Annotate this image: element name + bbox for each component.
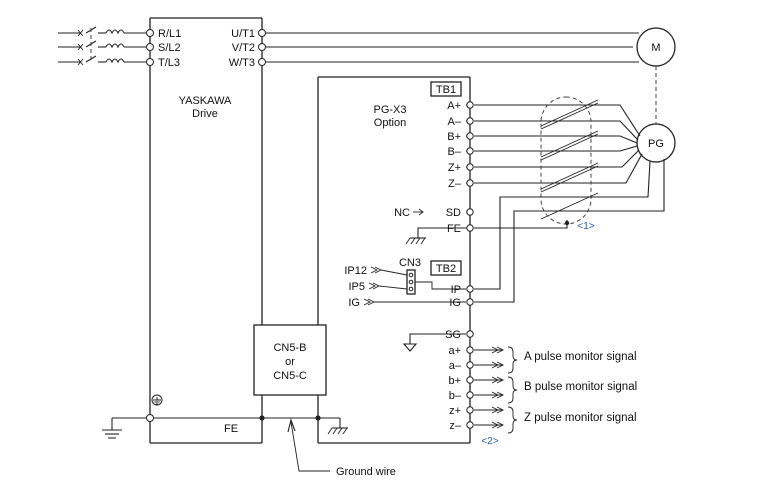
tb1-label-fe: FE bbox=[447, 223, 461, 235]
tb2-terminal-ip bbox=[466, 285, 474, 293]
tb2-terminal-b-plus bbox=[466, 376, 474, 384]
drive-box: YASKAWA Drive bbox=[149, 17, 263, 444]
encoder: PG bbox=[636, 123, 676, 163]
ground-wire-label: Ground wire bbox=[336, 466, 396, 478]
tb2-terminal-z-plus bbox=[466, 406, 474, 414]
tb1-label-z-plus: Z+ bbox=[448, 162, 461, 174]
terminal-wt3 bbox=[258, 58, 266, 66]
terminal-vt2 bbox=[258, 43, 266, 51]
label-ut1: U/T1 bbox=[231, 28, 255, 40]
label-ip12: IP12 bbox=[344, 265, 367, 277]
tb2-label-ig: IG bbox=[449, 297, 461, 309]
tb1-block: TB1 A+ A– B+ B– Z+ Z– SD FE bbox=[430, 81, 474, 235]
label-rl1: R/L1 bbox=[158, 28, 181, 40]
label-ip5: IP5 bbox=[348, 281, 365, 293]
tb2-label-ip: IP bbox=[451, 284, 461, 296]
motor-label: M bbox=[651, 42, 660, 54]
tb1-terminal-b-minus bbox=[466, 147, 474, 155]
option-name: PG-X3 bbox=[373, 104, 406, 116]
drive-input-terminals: R/L1 S/L2 T/L3 bbox=[146, 28, 181, 69]
tb1-label-a-minus: A– bbox=[448, 116, 462, 128]
terminal-rl1 bbox=[146, 29, 154, 37]
tb2-label-a-minus: a– bbox=[449, 360, 462, 372]
terminal-fe-drive bbox=[146, 414, 154, 422]
label-fe-drive: FE bbox=[224, 423, 238, 435]
pulse-arrow bbox=[491, 421, 505, 429]
drive-output-terminals: U/T1 V/T2 W/T3 bbox=[229, 28, 639, 69]
pulse-arrow bbox=[491, 361, 505, 369]
tb2-label-b-plus: b+ bbox=[448, 375, 461, 387]
terminal-ut1 bbox=[258, 29, 266, 37]
signal-z: Z pulse monitor signal bbox=[524, 412, 637, 424]
tb2-box bbox=[430, 260, 462, 276]
cn3-label: CN3 bbox=[399, 257, 421, 269]
tb2-label-sg: SG bbox=[445, 329, 461, 341]
power-input-wiring bbox=[58, 26, 146, 66]
tb1-label-z-minus: Z– bbox=[448, 178, 462, 190]
cn3-jumper: CN3 IP12 IP5 IG bbox=[344, 257, 466, 309]
sg-ground bbox=[402, 333, 466, 352]
tb2-terminal-a-plus bbox=[466, 346, 474, 354]
cn5-line1: CN5-B bbox=[273, 342, 306, 354]
tb1-terminal-b-plus bbox=[466, 132, 474, 140]
tb2-label-z-plus: z+ bbox=[449, 405, 461, 417]
encoder-cables: <1> bbox=[474, 96, 665, 303]
tb2-terminal-z-minus bbox=[466, 421, 474, 429]
drive-brand: YASKAWA bbox=[179, 95, 232, 107]
tb1-terminal-z-plus bbox=[466, 163, 474, 171]
pulse-arrow bbox=[491, 346, 505, 354]
tb2-label: TB2 bbox=[436, 263, 456, 275]
tb1-box bbox=[430, 81, 462, 97]
motor: M bbox=[636, 27, 676, 124]
tb2-terminal-ig bbox=[466, 298, 474, 306]
tb2-terminal-sg bbox=[466, 330, 474, 338]
tb2-terminal-b-minus bbox=[466, 391, 474, 399]
label-nc: NC bbox=[394, 207, 410, 219]
label-wt3: W/T3 bbox=[229, 57, 255, 69]
pulse-monitor-outputs: A pulse monitor signal B pulse monitor s… bbox=[474, 346, 637, 447]
ground-wiring: FE Ground wire bbox=[102, 394, 396, 478]
option-sub: Option bbox=[374, 117, 406, 129]
signal-a: A pulse monitor signal bbox=[524, 351, 637, 363]
tb1-label-a-plus: A+ bbox=[447, 100, 461, 112]
nc-fe: NC bbox=[394, 207, 466, 245]
label-ig-in: IG bbox=[348, 297, 360, 309]
cable-shield bbox=[540, 96, 592, 225]
cn5-line3: CN5-C bbox=[273, 370, 307, 382]
tb1-terminal-fe bbox=[466, 224, 474, 232]
label-vt2: V/T2 bbox=[232, 42, 255, 54]
cn5-rect bbox=[253, 324, 327, 396]
tb2-label-b-minus: b– bbox=[449, 390, 462, 402]
signal-b: B pulse monitor signal bbox=[524, 381, 637, 393]
tb2-label-a-plus: a+ bbox=[448, 345, 461, 357]
encoder-label: PG bbox=[648, 138, 664, 150]
tb2-label-z-minus: z– bbox=[449, 420, 462, 432]
tb1-label-b-minus: B– bbox=[448, 146, 462, 158]
pulse-arrow bbox=[491, 391, 505, 399]
pulse-arrow bbox=[491, 406, 505, 414]
pulse-arrow bbox=[491, 376, 505, 384]
note-1: <1> bbox=[577, 221, 594, 232]
terminal-tl3 bbox=[146, 58, 154, 66]
cn5-line2: or bbox=[285, 356, 295, 368]
drive-sub: Drive bbox=[192, 108, 218, 120]
tb1-terminal-sd bbox=[466, 208, 474, 216]
tb2-terminal-a-minus bbox=[466, 361, 474, 369]
tb1-terminal-a-minus bbox=[466, 117, 474, 125]
tb1-label-b-plus: B+ bbox=[447, 131, 461, 143]
terminal-sl2 bbox=[146, 43, 154, 51]
tb1-terminal-z-minus bbox=[466, 179, 474, 187]
label-tl3: T/L3 bbox=[158, 57, 180, 69]
tb1-label: TB1 bbox=[436, 84, 456, 96]
tb1-label-sd: SD bbox=[446, 207, 461, 219]
note-2: <2> bbox=[481, 436, 498, 447]
cn5-box: CN5-B or CN5-C bbox=[253, 324, 327, 396]
tb1-terminal-a-plus bbox=[466, 101, 474, 109]
label-sl2: S/L2 bbox=[158, 42, 181, 54]
